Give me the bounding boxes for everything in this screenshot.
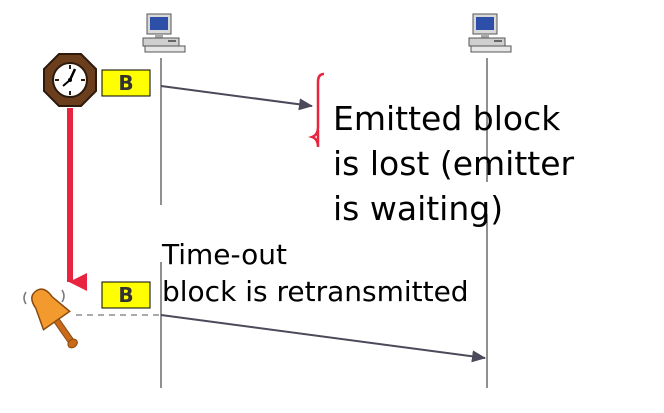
bell-icon: [31, 288, 78, 349]
timeout-note: Time-out block is retransmitted: [162, 236, 469, 310]
lost-block-arrow: [160, 85, 313, 111]
timeout-note-line-1: Time-out: [162, 238, 288, 271]
bell-ring-lines: [23, 289, 65, 305]
lost-note-line-2: is lost (emitter: [333, 144, 575, 183]
retransmitted-block-arrow: [160, 314, 486, 363]
desktop-computer-icon: [142, 13, 186, 53]
block-b-first-label: B: [118, 71, 133, 95]
lost-block-note: Emitted block is lost (emitter is waitin…: [333, 96, 574, 231]
loss-bracket: [308, 72, 325, 148]
lost-note-line-1: Emitted block: [333, 99, 561, 138]
desktop-computer-icon: [468, 13, 512, 53]
block-b-second: B: [101, 281, 151, 309]
timeout-note-line-2: block is retransmitted: [162, 275, 469, 308]
block-b-second-label: B: [118, 283, 133, 307]
block-b-first: B: [101, 69, 151, 97]
clock-icon: [43, 53, 97, 107]
lost-note-line-3: is waiting): [333, 189, 504, 228]
